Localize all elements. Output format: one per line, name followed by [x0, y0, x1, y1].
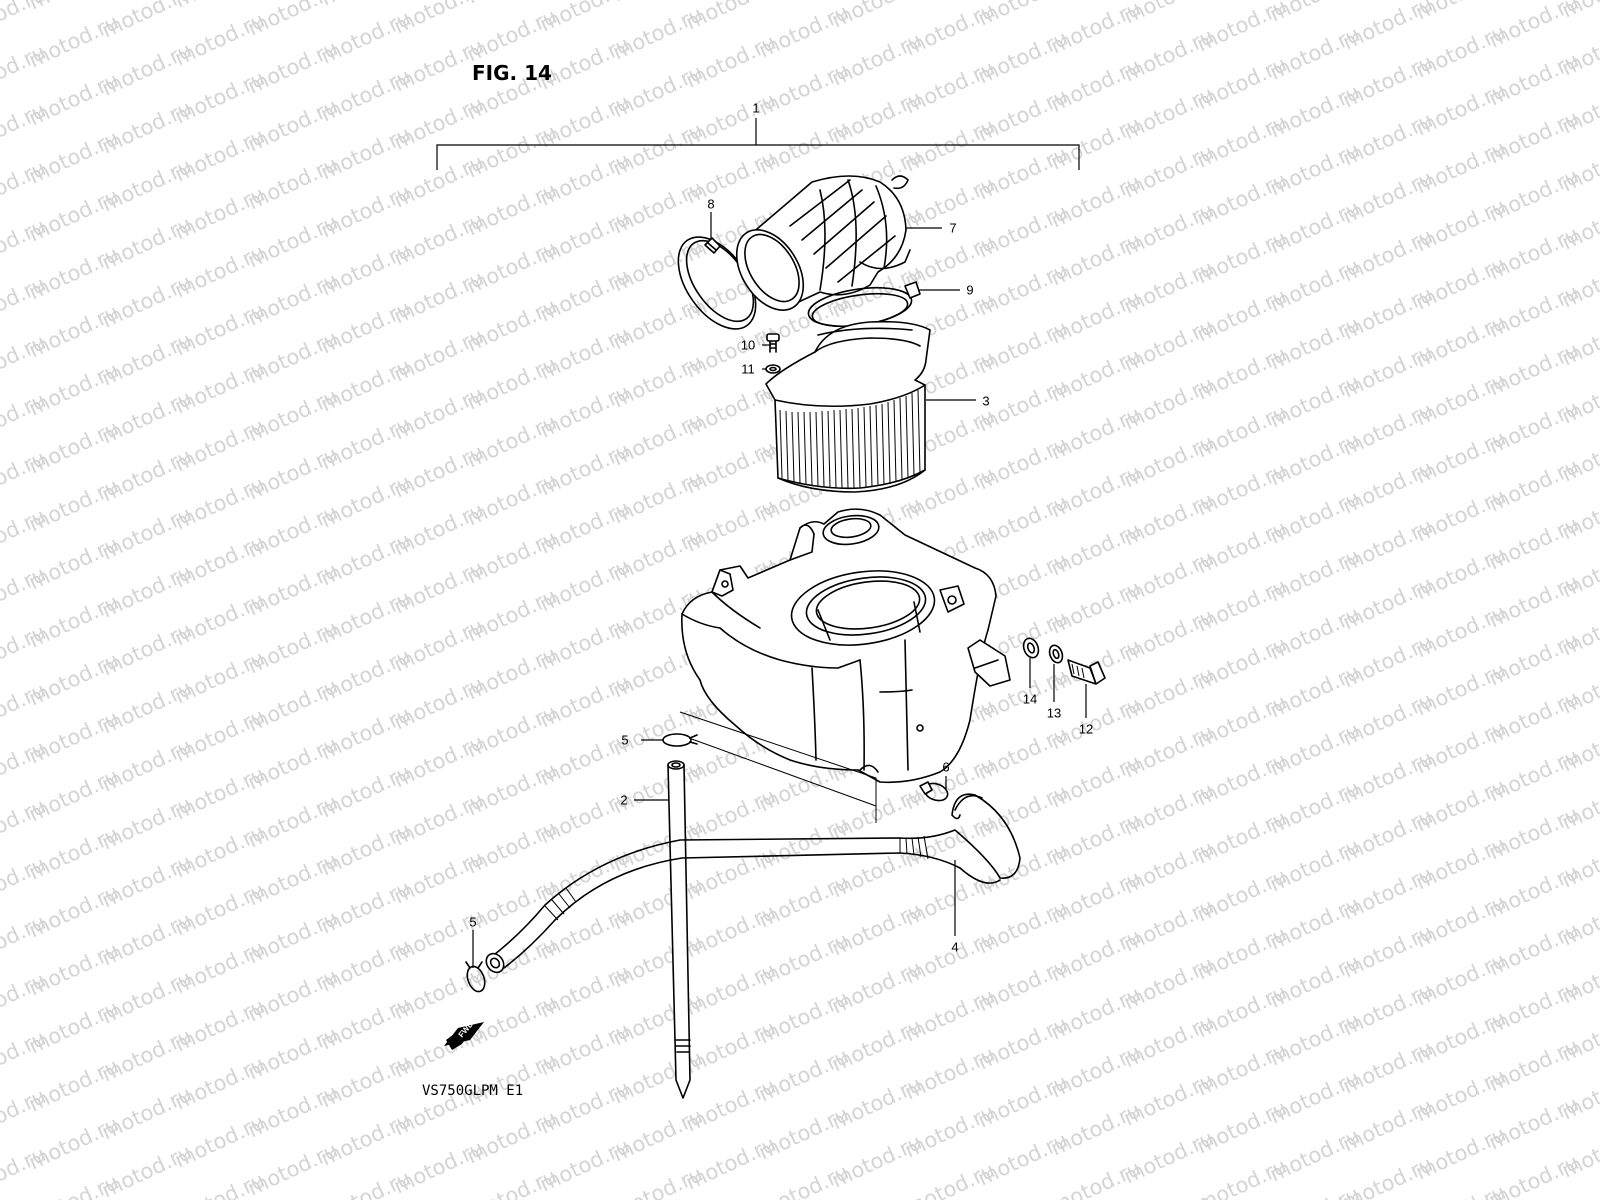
watermark-text: motod.ru [1558, 830, 1600, 892]
callout-7: 7 [949, 221, 956, 236]
model-code: VS750GLPM E1 [422, 1083, 523, 1099]
callout-6: 6 [942, 760, 949, 775]
watermark-text: motod.ru [1558, 540, 1600, 602]
part-10-screw [766, 333, 780, 353]
watermark-text: motod.ru [1558, 1004, 1600, 1066]
callout-4: 4 [951, 940, 958, 955]
callout-1: 1 [752, 101, 759, 116]
callout-2: 2 [620, 793, 627, 808]
callout-11: 11 [741, 362, 755, 377]
watermark-text: motod.ru [1266, 0, 1363, 27]
part-6-hose-clamp [919, 781, 949, 802]
part-5-clip-lower [465, 961, 486, 993]
watermark-text: motod.ru [1558, 76, 1600, 138]
watermark-text: motod.ru [1558, 308, 1600, 370]
figure-title: FIG. 14 [472, 61, 552, 85]
callout-14: 14 [1023, 692, 1037, 707]
watermark-text: motod.ru [1558, 366, 1600, 428]
watermark-text: motod.ru [828, 0, 925, 33]
watermark-text: motod.ru [1558, 888, 1600, 950]
watermark-text: motod.ru [1558, 482, 1600, 544]
part-13-lock-washer [1048, 644, 1064, 664]
watermark-text: motod.ru [1558, 18, 1600, 80]
watermark-text: motod.ru [1558, 134, 1600, 196]
part-12-bolt [1067, 659, 1106, 685]
watermark-text: motod.ru [1558, 250, 1600, 312]
watermark-text: motod.ru [1558, 772, 1600, 834]
watermark-text: motod.ru [1558, 192, 1600, 254]
callout-12: 12 [1079, 722, 1093, 737]
watermark-text: motod.ru [1412, 0, 1509, 25]
filter-pleats [779, 389, 921, 489]
callout-8: 8 [707, 197, 714, 212]
callout-5-lower: 5 [469, 915, 476, 930]
watermark-text: motod.ru [1558, 1062, 1600, 1124]
watermark-text: motod.ru [1558, 424, 1600, 486]
watermark-text: motod.ru [1558, 714, 1600, 776]
part-3-air-filter [765, 320, 931, 493]
reference-line-upper [679, 711, 877, 823]
part-5-clip-upper [662, 733, 698, 747]
part-7-intake-boot [735, 175, 911, 311]
callout-9: 9 [966, 283, 973, 298]
part-4-breather-hose [485, 793, 1021, 974]
callout-3: 3 [982, 394, 989, 409]
watermark-text: motod.ru [682, 0, 779, 35]
callout-5-upper: 5 [621, 733, 628, 748]
part-11-washer [765, 364, 781, 374]
part-14-washer [1022, 637, 1040, 659]
part-2-drain-tube [667, 760, 691, 1099]
callout-10: 10 [741, 338, 755, 353]
watermark-text: motod.ru [1120, 0, 1217, 29]
watermark-text: motod.ru [1558, 1120, 1600, 1182]
air-cleaner-housing [681, 508, 1011, 784]
assembly-bracket [436, 118, 1080, 170]
watermark-text: motod.ru [1558, 598, 1600, 660]
reference-line-lower [688, 737, 877, 807]
watermark-text: motod.ru [1558, 946, 1600, 1008]
leader-lines [472, 212, 1087, 968]
watermark-text: motod.ru [974, 0, 1071, 31]
watermark-text: motod.ru [1558, 656, 1600, 718]
watermark-text: motod.ru [1558, 1178, 1600, 1200]
callout-numbers: 1 2 3 4 5 5 6 7 8 9 10 11 12 13 14 [469, 101, 1093, 955]
callout-13: 13 [1047, 706, 1061, 721]
